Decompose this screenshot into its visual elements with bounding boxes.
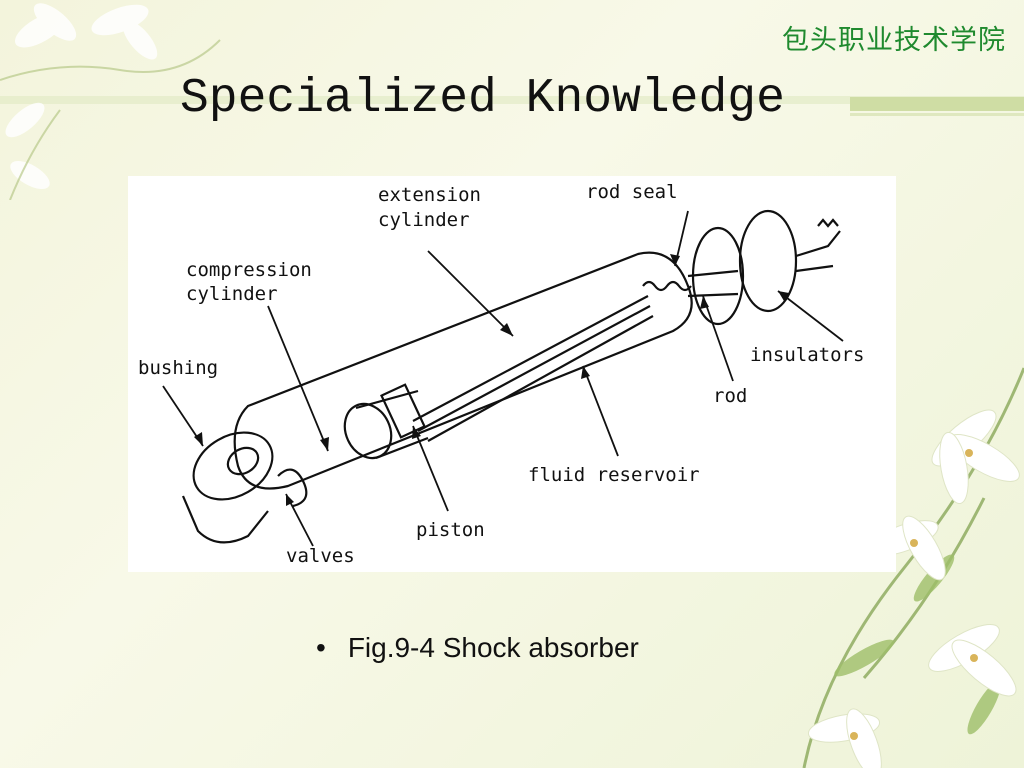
label-insulators: insulators	[750, 344, 864, 366]
label-bushing: bushing	[138, 357, 218, 379]
label-valves: valves	[286, 545, 355, 567]
arrow-rod	[702, 295, 734, 382]
label-extension: extension	[378, 184, 481, 206]
figure-caption: • Fig.9-4 Shock absorber	[316, 632, 639, 664]
piston-rod	[687, 269, 739, 298]
bushing-hole	[226, 446, 260, 476]
outer-cylinder-outline	[233, 251, 693, 490]
bushing-body	[181, 495, 269, 544]
piston-body	[355, 389, 429, 460]
label-fluid-reservoir: fluid reservoir	[528, 464, 700, 486]
decorative-floral-top	[0, 3, 1024, 200]
inner-cylinder-bottom	[427, 315, 654, 442]
caption-text: Fig.9-4 Shock absorber	[347, 632, 639, 663]
rod-seal-coil	[642, 280, 692, 292]
arrow-fluid-reservoir	[582, 365, 619, 457]
page-title: Specialized Knowledge	[180, 72, 785, 126]
label-extension-cylinder: cylinder	[378, 209, 470, 231]
title-accent-bar	[850, 97, 1024, 111]
institution-name: 包头职业技术学院	[782, 25, 1006, 56]
insulator-threads	[817, 218, 839, 228]
insulator-stem	[795, 230, 841, 273]
label-piston: piston	[416, 519, 485, 541]
insulator-disc-2	[738, 209, 798, 313]
inner-cylinder-top	[412, 295, 649, 422]
insulator-disc-1	[691, 226, 745, 326]
shock-absorber-diagram: extension cylinder rod seal compression …	[138, 181, 864, 567]
label-rod-seal: rod seal	[586, 181, 678, 203]
arrow-insulators	[777, 290, 844, 342]
label-compression-cylinder: cylinder	[186, 283, 278, 305]
piston-rings	[380, 383, 426, 439]
inner-cylinder-mid	[417, 305, 651, 432]
title-accent-line	[850, 113, 1024, 116]
valves-shape	[277, 468, 308, 508]
arrow-compression-cylinder	[267, 305, 329, 452]
label-compression: compression	[186, 259, 312, 281]
arrow-extension-cylinder	[427, 250, 514, 337]
arrow-piston	[412, 425, 449, 512]
bullet-point: •	[316, 632, 326, 663]
bushing-shape	[192, 431, 274, 501]
shock-absorber-figure: extension cylinder rod seal compression …	[128, 176, 896, 572]
piston-shape	[343, 402, 393, 460]
label-rod: rod	[713, 385, 747, 407]
